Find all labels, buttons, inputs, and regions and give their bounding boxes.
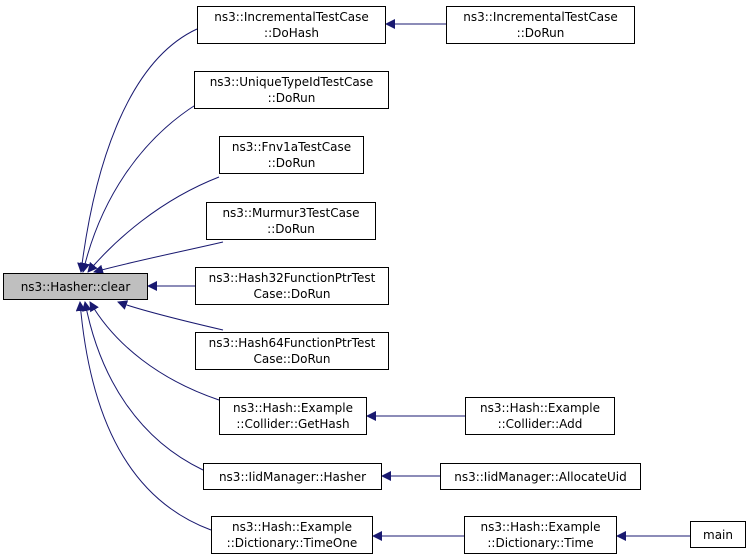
node-collider-add-line-2: ::Collider::Add xyxy=(497,417,583,431)
node-dictionary-time-line-1: ns3::Hash::Example xyxy=(480,520,601,534)
edge-incremental-dohash-to-root xyxy=(77,28,198,273)
node-incremental-dorun[interactable]: ns3::IncrementalTestCase ::DoRun xyxy=(446,6,635,44)
node-hash32-dorun[interactable]: ns3::Hash32FunctionPtrTest Case::DoRun xyxy=(195,267,389,305)
node-murmur3-dorun-line-2: ::DoRun xyxy=(267,222,315,236)
node-dictionary-timeone[interactable]: ns3::Hash::Example ::Dictionary::TimeOne xyxy=(211,516,373,554)
edge-uniquetypeid-to-root xyxy=(80,103,198,273)
node-hash32-dorun-line-1: ns3::Hash32FunctionPtrTest xyxy=(208,271,376,285)
node-fnv1a-dorun[interactable]: ns3::Fnv1aTestCase ::DoRun xyxy=(219,136,364,174)
edge-murmur3-to-root xyxy=(93,241,224,275)
node-iidmanager-hasher[interactable]: ns3::IidManager::Hasher xyxy=(203,463,382,490)
node-fnv1a-dorun-line-1: ns3::Fnv1aTestCase xyxy=(231,140,352,154)
node-iidmanager-hasher-label: ns3::IidManager::Hasher xyxy=(218,469,367,484)
node-hasher-clear-label: ns3::Hasher::clear xyxy=(20,279,131,294)
edge-collider-gethash-to-root xyxy=(89,301,220,401)
node-incremental-dohash-line-2: ::DoHash xyxy=(264,26,319,40)
node-hash64-dorun[interactable]: ns3::Hash64FunctionPtrTest Case::DoRun xyxy=(195,332,389,370)
node-collider-gethash-line-1: ns3::Hash::Example xyxy=(233,401,353,415)
node-hash32-dorun-line-2: Case::DoRun xyxy=(253,287,331,301)
node-dictionary-timeone-line-2: ::Dictionary::TimeOne xyxy=(226,536,358,550)
node-collider-gethash-line-2: ::Collider::GetHash xyxy=(236,417,350,431)
node-main-label: main xyxy=(703,527,733,542)
node-hash64-dorun-line-2: Case::DoRun xyxy=(253,352,331,366)
node-hasher-clear: ns3::Hasher::clear xyxy=(3,273,148,300)
node-collider-add-line-1: ns3::Hash::Example xyxy=(480,401,600,415)
edge-dictionary-timeone-to-root xyxy=(75,301,212,531)
node-incremental-dohash-line-1: ns3::IncrementalTestCase xyxy=(214,10,369,24)
node-dictionary-time[interactable]: ns3::Hash::Example ::Dictionary::Time xyxy=(464,516,617,554)
node-iidmanager-allocateuid-label: ns3::IidManager::AllocateUid xyxy=(454,469,627,484)
node-incremental-dorun-line-2: ::DoRun xyxy=(516,26,565,40)
edge-hash64-to-root xyxy=(117,300,224,331)
node-uniquetypeid-dorun-line-2: ::DoRun xyxy=(267,91,316,105)
node-fnv1a-dorun-line-2: ::DoRun xyxy=(267,156,316,170)
node-uniquetypeid-dorun[interactable]: ns3::UniqueTypeIdTestCase ::DoRun xyxy=(194,71,389,109)
node-dictionary-time-line-2: ::Dictionary::Time xyxy=(487,536,594,550)
node-murmur3-dorun-line-1: ns3::Murmur3TestCase xyxy=(222,206,360,220)
node-murmur3-dorun[interactable]: ns3::Murmur3TestCase ::DoRun xyxy=(206,202,376,240)
node-uniquetypeid-dorun-line-1: ns3::UniqueTypeIdTestCase xyxy=(209,75,374,89)
node-collider-gethash[interactable]: ns3::Hash::Example ::Collider::GetHash xyxy=(219,397,367,435)
node-hash64-dorun-line-1: ns3::Hash64FunctionPtrTest xyxy=(208,336,376,350)
node-collider-add[interactable]: ns3::Hash::Example ::Collider::Add xyxy=(465,397,615,435)
node-incremental-dohash[interactable]: ns3::IncrementalTestCase ::DoHash xyxy=(197,6,386,44)
node-dictionary-timeone-line-1: ns3::Hash::Example xyxy=(232,520,352,534)
node-incremental-dorun-line-1: ns3::IncrementalTestCase xyxy=(463,10,618,24)
edge-iidmanager-hasher-to-root xyxy=(81,301,204,471)
node-iidmanager-allocateuid[interactable]: ns3::IidManager::AllocateUid xyxy=(440,463,641,490)
node-main[interactable]: main xyxy=(690,521,746,548)
edge-fnv1a-to-root xyxy=(87,176,220,273)
